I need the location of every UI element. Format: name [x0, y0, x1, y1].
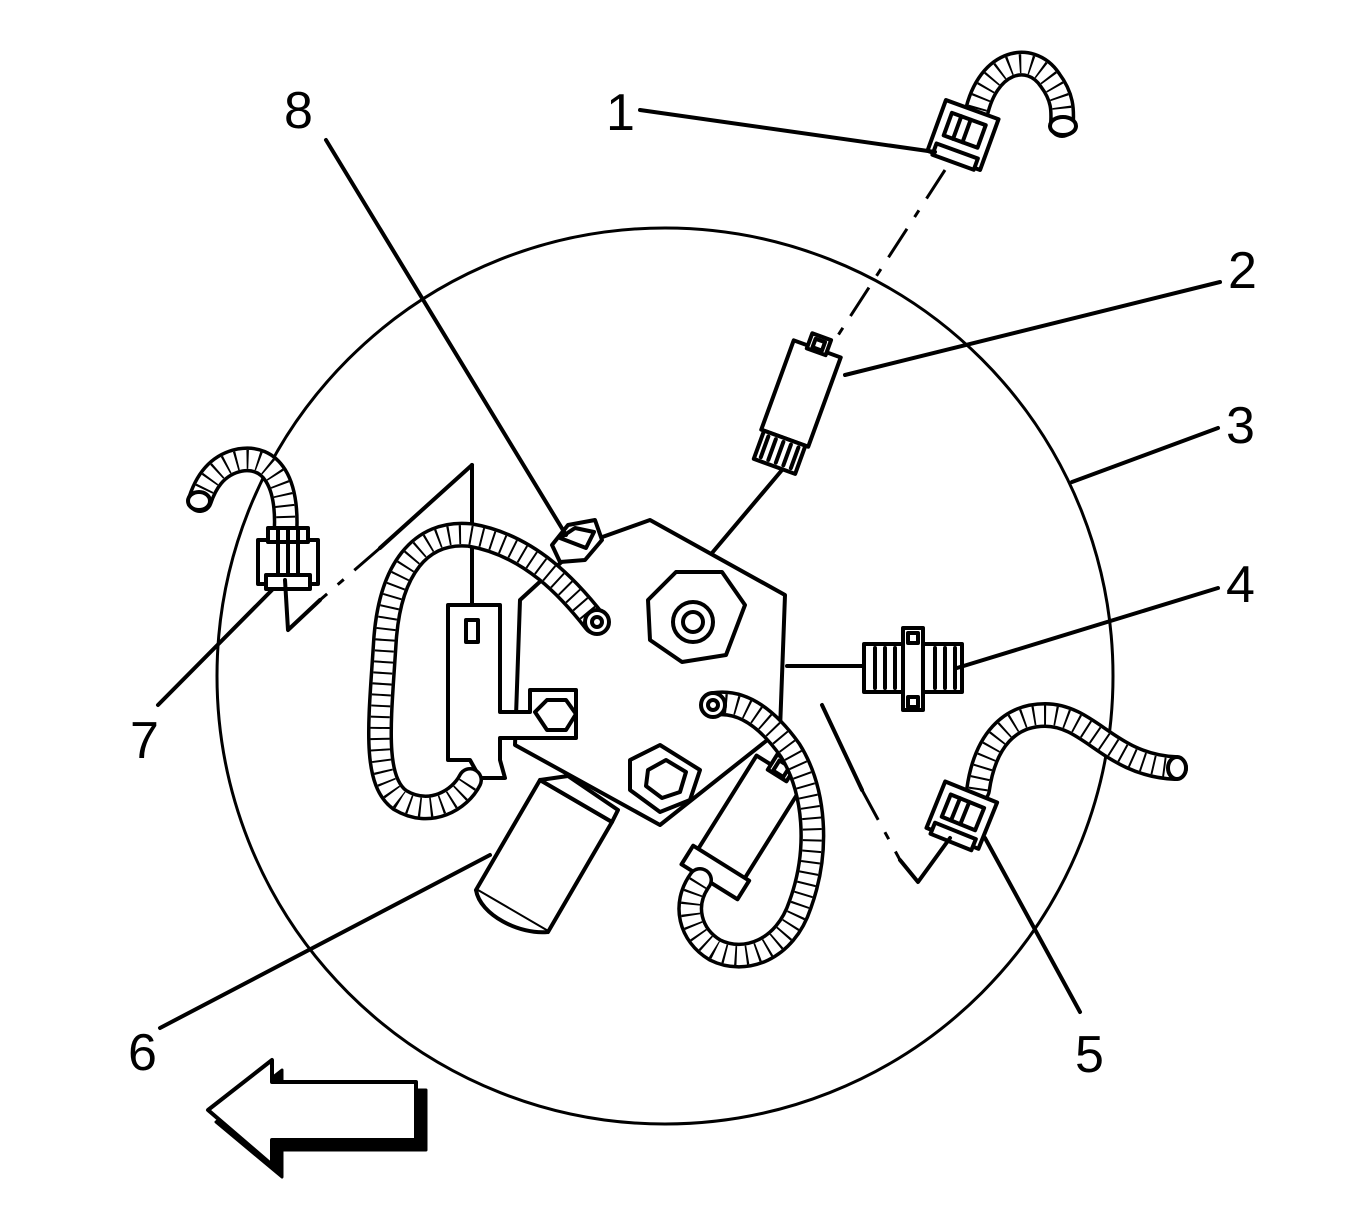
harness-left-loop — [366, 521, 608, 821]
leader-2 — [843, 280, 1222, 377]
callout-2: 2 — [1228, 242, 1257, 300]
motor-item-6 — [474, 774, 620, 935]
sensor-item-2 — [751, 331, 843, 476]
harness-connector-5 — [924, 702, 1188, 853]
leader-8 — [324, 138, 568, 537]
callout-6: 6 — [128, 1024, 157, 1082]
leader-1 — [638, 108, 937, 154]
callout-3: 3 — [1226, 397, 1255, 455]
harness-connector-1 — [925, 50, 1078, 172]
leader-7 — [156, 588, 274, 707]
harness-connector-7 — [186, 446, 320, 591]
leader-3 — [1070, 426, 1220, 484]
leader-5 — [983, 836, 1082, 1014]
tank-opening-circle — [215, 226, 1115, 1126]
harness-right-loop — [677, 690, 826, 969]
callout-7: 7 — [130, 712, 159, 770]
left-arrow-icon — [206, 1058, 428, 1179]
callout-4: 4 — [1226, 556, 1255, 614]
callout-8: 8 — [284, 82, 313, 140]
fitting-item-4 — [862, 626, 964, 712]
left-bracket — [446, 603, 578, 780]
leader-4 — [955, 586, 1220, 670]
callout-5: 5 — [1075, 1026, 1104, 1084]
leader-6 — [158, 853, 492, 1030]
lower-connector — [679, 752, 806, 902]
callout-1: 1 — [606, 84, 635, 142]
